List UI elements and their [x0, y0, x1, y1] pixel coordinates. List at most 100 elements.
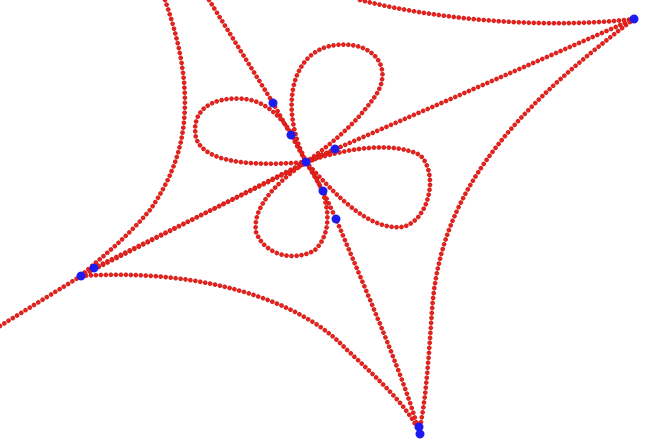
second-secant-line-dot	[140, 241, 146, 247]
petal-top-dot	[356, 114, 362, 120]
bottom-left-arc-dot	[310, 319, 315, 325]
petal-left-dot	[258, 161, 264, 166]
petal-left-dot	[192, 124, 198, 129]
left-upper-arc-dot	[181, 80, 187, 86]
diagonal-line-dot	[259, 82, 265, 88]
bottom-left-arc-dot	[168, 275, 174, 280]
top-right-arc-dot	[586, 20, 592, 25]
second-secant-line-dot	[216, 203, 222, 209]
second-secant-line-dot	[274, 175, 280, 180]
petal-top-dot	[336, 42, 341, 48]
petal-left-dot	[214, 99, 220, 104]
petal-top-dot	[353, 118, 358, 123]
second-secant-line-dot	[105, 259, 110, 264]
bottom-left-arc-dot	[113, 272, 119, 278]
second-secant-line-dot	[131, 245, 137, 251]
right-lower-arc-dot	[543, 90, 549, 95]
diagonal-line-dot	[375, 316, 381, 322]
petal-left-dot	[214, 154, 219, 159]
second-secant-line-dot	[167, 228, 173, 233]
right-lower-arc-dot	[580, 57, 586, 62]
diagonal-line-dot	[363, 288, 369, 294]
petal-right-dot	[389, 224, 394, 230]
diagonal-line-dot	[406, 396, 411, 401]
bottom-left-arc-dot	[397, 400, 403, 406]
right-lower-arc-dot	[431, 290, 437, 296]
left-upper-arc-dot	[126, 230, 132, 235]
petal-bottom-dot	[287, 171, 293, 177]
petal-bottom-dot	[324, 225, 329, 230]
petal-top-dot	[296, 68, 302, 74]
bottom-left-arc-dot	[269, 299, 275, 305]
bottom-left-arc-dot	[314, 322, 319, 327]
main-secant-line-dot	[581, 38, 586, 44]
bottom-left-arc-dot	[362, 364, 368, 370]
top-right-arc-dot	[461, 15, 467, 21]
main-secant-line-dot	[44, 294, 50, 300]
left-upper-arc-dot	[177, 145, 182, 150]
bottom-left-arc-dot	[380, 382, 386, 387]
top-right-arc-dot	[556, 20, 562, 26]
right-lower-arc-dot	[424, 375, 430, 381]
bottom-left-arc-dot	[292, 309, 298, 315]
main-secant-line-dot	[457, 92, 463, 98]
petal-right-dot	[376, 145, 382, 150]
petal-right-dot	[425, 197, 430, 202]
bottom-left-arc-dot	[318, 324, 324, 330]
intersection-point-bottom	[414, 422, 424, 432]
petal-left-dot	[223, 157, 229, 162]
petal-left-dot	[193, 119, 199, 124]
second-secant-line-dot	[194, 214, 199, 220]
left-upper-arc-dot	[180, 70, 186, 76]
diagonal-line-dot	[412, 415, 418, 420]
petal-right-dot	[415, 214, 421, 220]
petal-bottom-dot	[261, 242, 267, 248]
main-secant-line-dot	[567, 44, 573, 50]
left-upper-arc-dot	[170, 21, 175, 27]
petal-left-dot	[228, 158, 234, 163]
top-right-arc-dot	[446, 13, 452, 19]
bottom-left-arc-dot	[133, 272, 139, 278]
petal-left-dot	[195, 114, 201, 120]
petal-bottom-dot	[314, 176, 319, 182]
petal-bottom-dot	[274, 250, 280, 256]
petal-bottom-dot	[254, 214, 260, 220]
main-secant-line-dot	[553, 50, 559, 56]
top-right-arc-dot	[526, 20, 532, 26]
left-upper-arc-dot	[181, 115, 187, 121]
left-upper-arc-dot	[182, 90, 188, 96]
petal-left-dot	[299, 150, 305, 156]
main-secant-line-dot	[572, 42, 577, 48]
main-secant-line-dot	[530, 60, 536, 66]
diagonal-line-dot	[369, 302, 375, 308]
petal-right-dot	[396, 146, 402, 151]
diagonal-line-dot	[230, 36, 236, 41]
petal-top-dot	[346, 42, 351, 48]
diagonal-line-dot	[362, 283, 367, 289]
petal-bottom-dot	[323, 200, 328, 205]
right-lower-arc-dot	[515, 118, 521, 124]
petal-bottom-dot	[253, 219, 259, 225]
petal-bottom-dot	[325, 215, 330, 220]
right-lower-arc-dot	[502, 133, 508, 139]
right-lower-arc-dot	[440, 246, 446, 252]
main-secant-line-dot	[535, 58, 541, 64]
petal-left-dot	[262, 103, 268, 109]
petal-left-dot	[248, 160, 254, 166]
left-upper-arc-dot	[150, 203, 155, 209]
petal-left-dot	[295, 141, 300, 147]
left-upper-arc-dot	[181, 75, 186, 81]
diagonal-line-dot	[251, 70, 257, 75]
right-lower-arc-dot	[584, 53, 590, 59]
petal-right-dot	[384, 223, 390, 229]
petal-bottom-dot	[258, 238, 264, 244]
bottom-left-arc-dot	[197, 279, 203, 285]
right-lower-arc-dot	[465, 187, 471, 192]
petal-left-dot	[198, 110, 203, 115]
left-upper-arc-dot	[178, 55, 184, 61]
petal-top-dot	[346, 125, 351, 130]
petal-right-dot	[401, 147, 406, 152]
right-lower-arc-dot	[592, 47, 598, 53]
second-secant-line-dot	[122, 250, 128, 255]
